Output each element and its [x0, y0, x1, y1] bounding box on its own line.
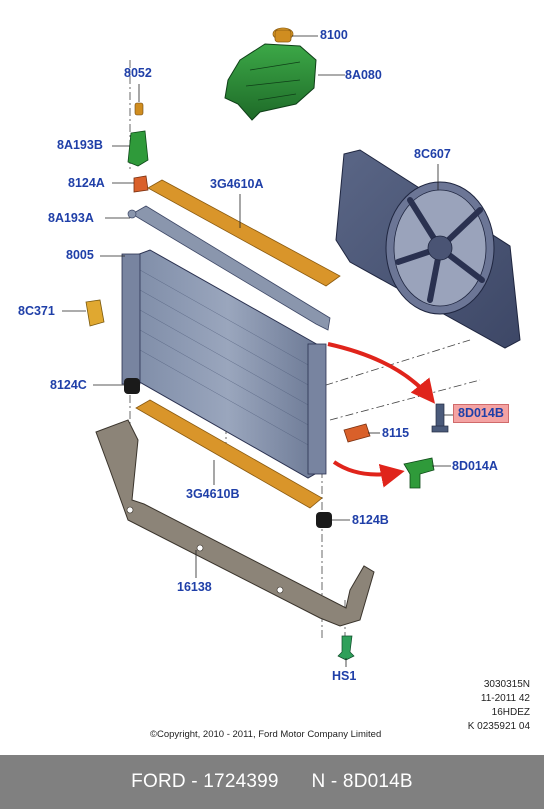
radiator-8005	[121, 249, 327, 479]
foam-seal-3G4610B	[135, 399, 323, 509]
valve-8D014B	[431, 403, 449, 433]
fan-shroud-8C607	[335, 149, 521, 349]
foam-seal-3G4610A	[147, 179, 341, 287]
label-8005: 8005	[66, 248, 94, 262]
valve-8D014A	[403, 457, 435, 489]
label-HS1: HS1	[332, 669, 357, 683]
label-3G4610A: 3G4610A	[210, 177, 264, 191]
code-line-4: K 0235921 04	[467, 721, 530, 732]
label-8D014A: 8D014A	[452, 459, 498, 473]
label-8124C: 8124C	[50, 378, 87, 392]
label-8C607: 8C607	[414, 147, 451, 161]
label-8A193B: 8A193B	[57, 138, 103, 152]
footer-brand-part: FORD - 1724399	[131, 771, 279, 792]
upper-bar-8A193A	[127, 205, 331, 331]
label-16138: 16138	[177, 580, 212, 594]
insulator-8124A	[133, 175, 149, 193]
expansion-tank-8A080	[224, 43, 317, 121]
footer-spacer	[279, 771, 312, 793]
bleed-screw-8052	[134, 102, 144, 116]
label-8124A: 8124A	[68, 176, 105, 190]
reservoir-cap-8100	[272, 27, 294, 43]
label-8124B: 8124B	[352, 513, 389, 527]
lower-support-16138	[95, 419, 375, 627]
insulator-8124B	[316, 512, 332, 528]
highlight-arrows	[327, 342, 436, 488]
code-line-1: 3030315N	[483, 679, 530, 690]
label-8A193A: 8A193A	[48, 211, 94, 225]
label-8115: 8115	[382, 426, 410, 440]
bracket-8A193B	[127, 130, 149, 167]
copyright-notice: ©Copyright, 2010 - 2011, Ford Motor Comp…	[150, 729, 382, 740]
footer-ref: N - 8D014B	[311, 771, 413, 792]
fastener-HS1	[337, 635, 355, 661]
code-line-3: 16HDEZ	[491, 707, 530, 718]
label-8D014B-highlighted: 8D014B	[453, 404, 509, 423]
label-8052: 8052	[124, 66, 152, 80]
code-line-2: 11-2011 42	[480, 693, 530, 704]
label-3G4610B: 3G4610B	[186, 487, 240, 501]
label-8100: 8100	[320, 28, 348, 42]
drain-8115	[343, 423, 371, 443]
label-8C371: 8C371	[18, 304, 55, 318]
footer-bar: FORD - 1724399 N - 8D014B	[0, 755, 544, 809]
insulator-8124C	[124, 378, 140, 394]
label-8A080: 8A080	[345, 68, 382, 82]
leader-lines	[62, 35, 455, 667]
part-8C371	[85, 299, 105, 327]
